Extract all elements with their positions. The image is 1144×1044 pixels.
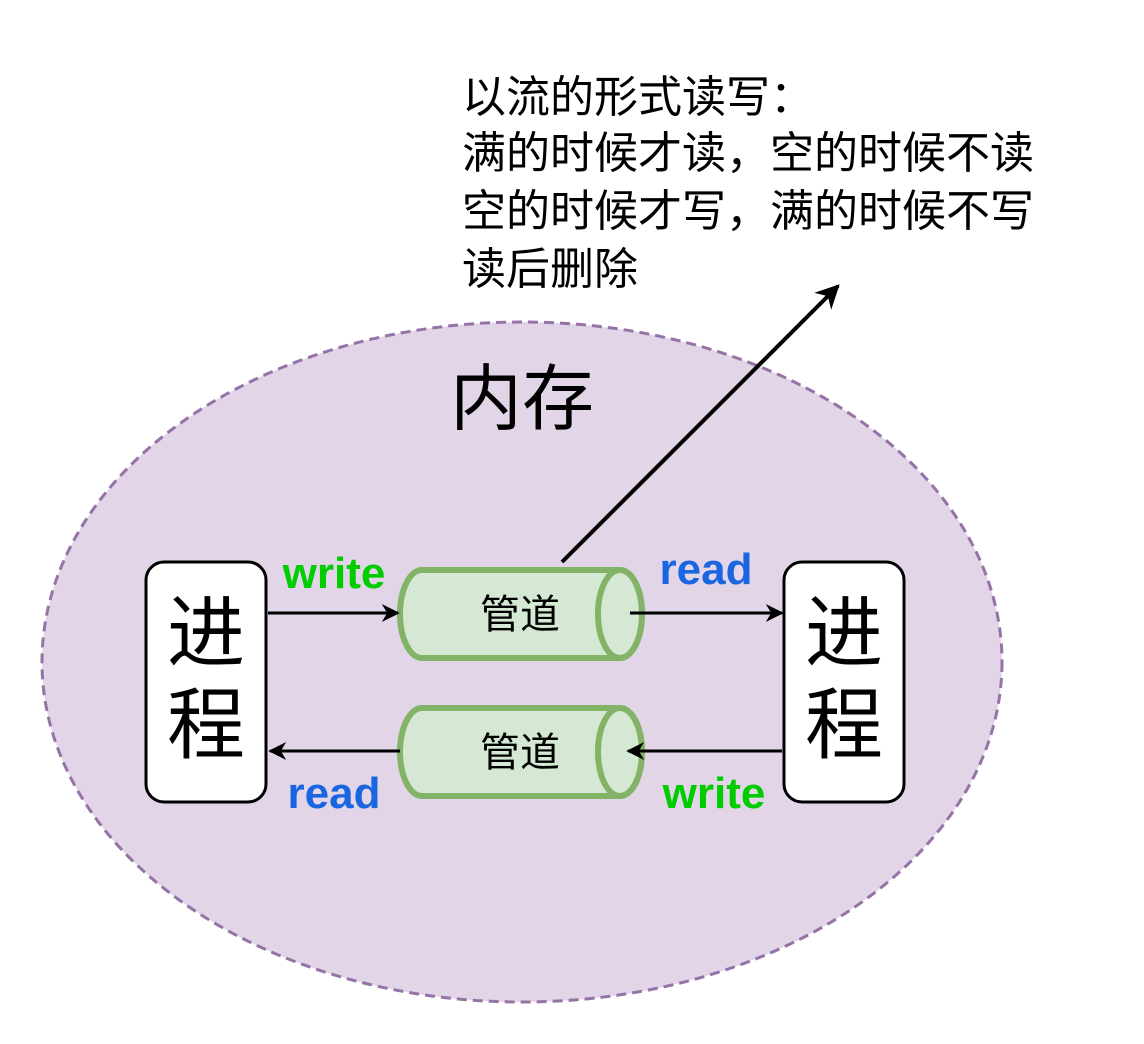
pipe-top: 管道 bbox=[397, 567, 645, 661]
pipe-bottom: 管道 bbox=[397, 705, 645, 799]
annotation-line-3: 空的时候才写，满的时候不写 bbox=[462, 186, 1034, 237]
pipe-bottom-label: 管道 bbox=[480, 730, 560, 776]
edge-label-bottom-right: write bbox=[662, 769, 766, 818]
edge-label-top-right: read bbox=[660, 545, 753, 594]
edge-label-top-left: write bbox=[282, 549, 386, 598]
process-left: 进 程 bbox=[144, 560, 268, 804]
process-right-char-2: 程 bbox=[805, 681, 883, 771]
annotation-line-4: 读后删除 bbox=[462, 244, 638, 295]
process-right: 进 程 bbox=[782, 560, 906, 804]
process-right-char-1: 进 bbox=[805, 589, 883, 679]
process-left-char-2: 程 bbox=[167, 681, 245, 771]
memory-region bbox=[40, 320, 1004, 1004]
process-left-char-1: 进 bbox=[167, 589, 245, 679]
annotation: 以流的形式读写： 满的时候才读，空的时候不读 空的时候才写，满的时候不写 读后删… bbox=[462, 72, 1034, 295]
edge-label-bottom-left: read bbox=[288, 769, 381, 818]
annotation-arrow-icon bbox=[560, 284, 840, 564]
memory-label: 内存 bbox=[450, 357, 594, 441]
annotation-line-2: 满的时候才读，空的时候不读 bbox=[462, 128, 1034, 179]
annotation-line-1: 以流的形式读写： bbox=[462, 72, 814, 123]
pipe-top-label: 管道 bbox=[480, 592, 560, 638]
